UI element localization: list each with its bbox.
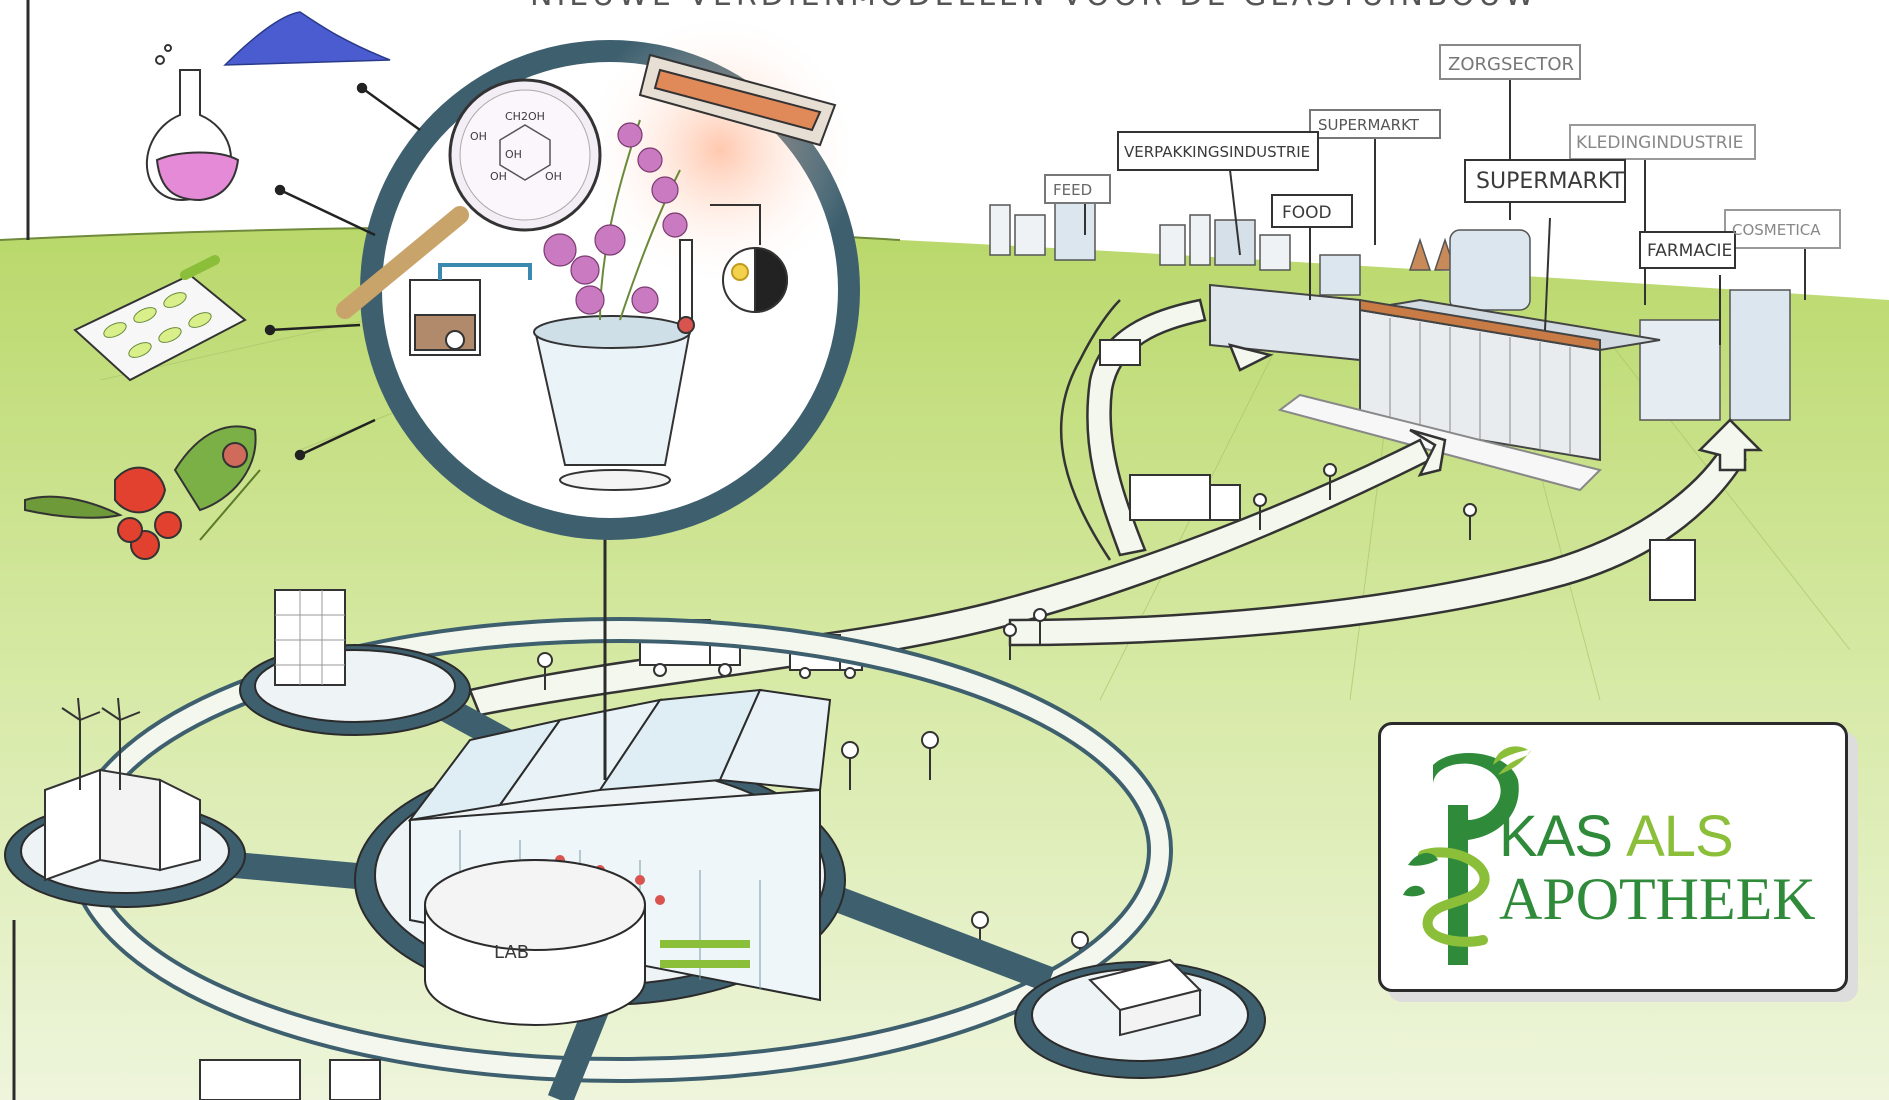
heat-lamp-icon (638, 53, 837, 147)
pill-blister-icon (73, 255, 247, 382)
label-supermarkt-small: SUPERMARKT (1318, 116, 1420, 134)
molecule-label: OH (545, 170, 562, 183)
label-food: FOOD (1282, 203, 1332, 223)
nutrient-tank-icon (409, 263, 532, 356)
molecule-label: OH (505, 148, 522, 161)
label-verpakkingsindustrie: VERPAKKINGSINDUSTRIE (1124, 143, 1310, 161)
day-night-icon (710, 204, 788, 314)
logo-kas: KAS (1499, 804, 1613, 869)
magnifier-icon (336, 78, 602, 319)
desk-icon (1088, 958, 1202, 1037)
city-skyline (989, 199, 1791, 421)
people (537, 463, 1477, 980)
powder-pile-icon (223, 11, 391, 66)
logo-line2: APOTHEEK (1499, 866, 1816, 932)
factory-icon (44, 768, 201, 882)
small-factory-icon (199, 1059, 381, 1100)
page-title: NIEUWE VERDIENMODELLEN VOOR DE GLASTUINB… (530, 0, 1538, 13)
orchid-pot-icon (533, 119, 695, 491)
greenhouse-icon (407, 688, 832, 1026)
molecule-label: OH (470, 130, 487, 143)
molecule-label: CH2OH (505, 110, 545, 123)
arrow-heads (1227, 343, 1764, 477)
office-icon (274, 589, 346, 686)
molecule-label: OH (490, 170, 507, 183)
wind-turbine-icon (61, 697, 141, 790)
molecule-labels: CH2OH OH OH OH OH (470, 110, 562, 183)
vegetables-icon (24, 425, 261, 560)
logo-als: ALS (1626, 804, 1734, 869)
flask-icon (145, 44, 240, 202)
label-cosmetica: COSMETICA (1732, 221, 1821, 239)
supermarket-building (1209, 283, 1661, 492)
caduceus-icon (1403, 746, 1531, 965)
label-supermarkt: SUPERMARKT (1476, 169, 1625, 194)
label-farmacie: FARMACIE (1647, 241, 1732, 261)
destination-labels: ZORGSECTOR SUPERMARKT KLEDINGINDUSTRIE V… (1053, 54, 1821, 261)
lab-label: LAB (494, 942, 529, 963)
label-zorgsector: ZORGSECTOR (1448, 54, 1574, 75)
label-kledingindustrie: KLEDINGINDUSTRIE (1576, 133, 1743, 153)
label-feed: FEED (1053, 181, 1092, 199)
